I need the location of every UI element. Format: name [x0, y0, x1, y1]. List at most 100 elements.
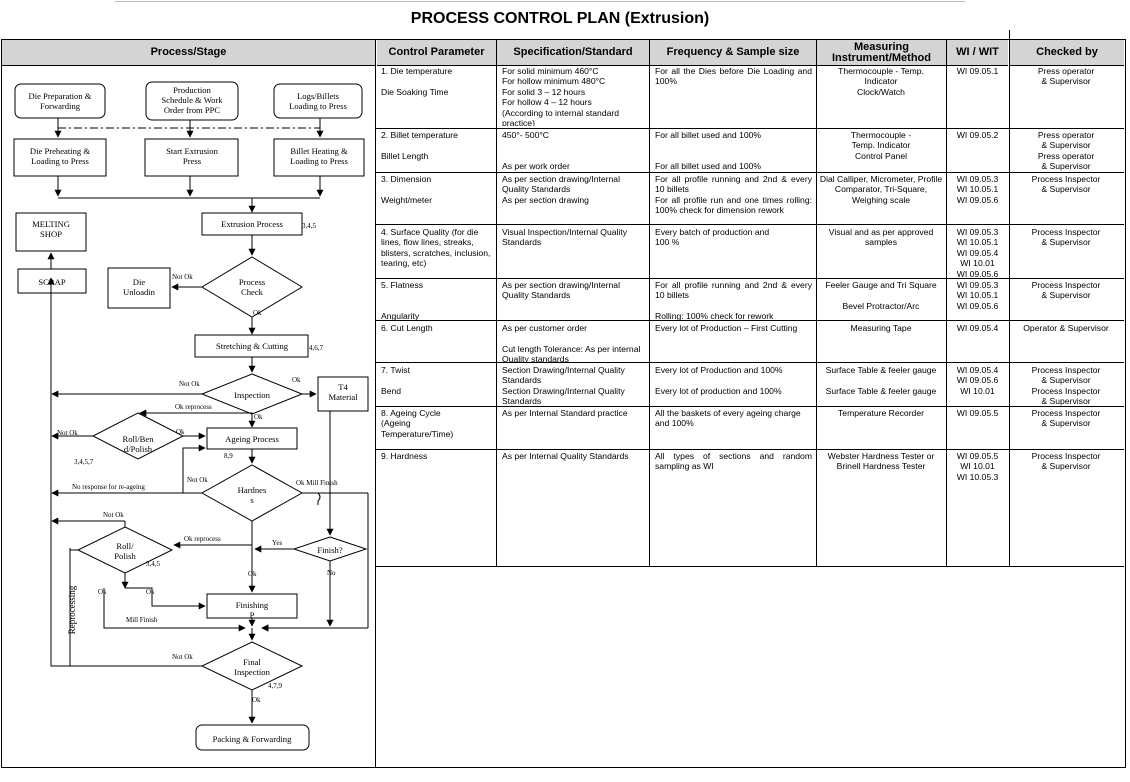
not-ok-loop	[182, 444, 206, 494]
page-title: PROCESS CONTROL PLAN (Extrusion)	[410, 10, 710, 27]
header-frequency: Frequency & Sample size	[650, 40, 816, 66]
label-stretching: Stretching & Cutting	[216, 341, 289, 351]
row6-instrument: Measuring Tape	[850, 323, 912, 333]
row6-spec: As per customer order Cut length Toleran…	[502, 323, 641, 362]
box-logs	[273, 83, 363, 119]
row5-parameter: 5. Flatness Angularity	[381, 280, 424, 320]
mill-finish-line	[103, 588, 246, 632]
row4-parameter: 4. Surface Quality (for die lines, flow …	[381, 227, 491, 269]
lbl-ok-hardness-down: Ok	[248, 570, 257, 578]
row2-spec: 450°- 500°C As per work order	[502, 130, 570, 172]
row-divider	[376, 406, 1124, 407]
lbl-ok-process: Ok	[253, 309, 262, 317]
label-die-prep: Die Preparation &Forwarding	[28, 91, 91, 111]
row9-spec: As per Internal Quality Standards	[502, 451, 629, 461]
row5-wi: WI 09.05.3 WI 10.05.1 WI 09.05.6	[956, 280, 999, 311]
header-checked: Checked by	[1010, 40, 1124, 66]
row3-checked: Process Inspector & Supervisor	[1031, 174, 1101, 195]
row-divider	[376, 362, 1124, 363]
header-instrument: Measuring Instrument/Method	[817, 40, 946, 66]
label-billet-heating: Billet Heating &Loading to Press	[290, 146, 348, 166]
ref-ageing: 8,9	[224, 452, 233, 460]
row9-checked: Process Inspector & Supervisor	[1031, 451, 1101, 472]
lbl-notok-polish: Not Ok	[103, 511, 124, 519]
row8-instrument: Temperature Recorder	[838, 408, 924, 418]
col-divider	[496, 40, 497, 567]
lbl-no: No	[327, 569, 336, 577]
row5-spec: As per section drawing/Internal Quality …	[502, 280, 620, 301]
row2-wi: WI 09.05.2	[956, 130, 999, 140]
header-tick	[1009, 30, 1010, 39]
col-divider	[649, 40, 650, 567]
box-start-extrusion	[144, 138, 239, 177]
row8-parameter: 8. Ageing Cycle (Ageing Temperature/Time…	[381, 408, 454, 439]
row4-wi: WI 09.05.3 WI 10.05.1 WI 09.05.4 WI 10.0…	[956, 227, 999, 278]
row6-wi: WI 09.05.4	[956, 323, 999, 333]
box-die-prep	[14, 83, 106, 119]
lbl-notok-final: Not Ok	[172, 653, 193, 661]
ref-extrusion: 3,4,5	[302, 222, 317, 230]
mill-finish-path	[302, 492, 321, 505]
row4-instrument: Visual and as per approved samples	[828, 227, 934, 248]
label-die-preheat: Die Preheating &Loading to Press	[30, 146, 90, 166]
top-rule	[115, 1, 965, 2]
box-billet-heating	[273, 138, 365, 177]
row2-instrument: Thermocouple - Temp. Indicator Control P…	[850, 130, 912, 161]
box-die-unload	[107, 267, 171, 309]
lbl-ok-roll: Ok	[176, 428, 185, 436]
ref-final: 4,7,9	[268, 682, 283, 690]
lbl-notok-roll: Not Ok	[57, 429, 78, 437]
row1-spec: For solid minimum 460°C For hollow minim…	[502, 66, 620, 126]
header-parameter: Control Parameter	[377, 40, 496, 66]
row7-spec: Section Drawing/Internal Quality Standar…	[502, 365, 625, 406]
lbl-reprocessing: Reprocessing	[67, 585, 77, 634]
row6-checked: Operator & Supervisor	[1023, 323, 1109, 333]
row1-checked: Press operator & Supervisor	[1037, 66, 1095, 87]
row6-frequency: Every lot of Production – First Cutting	[655, 323, 798, 333]
row7-instrument: Surface Table & feeler gauge Surface Tab…	[825, 365, 937, 396]
row3-spec: As per section drawing/Internal Quality …	[502, 174, 620, 205]
box-t4	[317, 376, 369, 412]
ref-roll-bend: 3,4,5,7	[74, 458, 94, 466]
lbl-ok-mill-finish: Ok Mill Finish	[296, 479, 338, 487]
row9-frequency: All types of sections and random samplin…	[655, 451, 812, 472]
row1-wi: WI 09.05.1	[956, 66, 999, 76]
row3-wi: WI 09.05.3 WI 10.05.1 WI 09.05.6	[956, 174, 999, 205]
row6-parameter: 6. Cut Length	[381, 323, 433, 333]
box-packing	[195, 724, 310, 751]
col-divider	[816, 40, 817, 567]
col-divider	[946, 40, 947, 567]
row8-wi: WI 09.05.5	[956, 408, 999, 418]
row4-spec: Visual Inspection/Internal Quality Stand…	[502, 227, 627, 248]
lbl-notok-inspection: Not Ok	[179, 380, 200, 388]
row-divider	[376, 128, 1124, 129]
lbl-notok-hardness: Not Ok	[187, 476, 208, 484]
row2-parameter: 2. Billet temperature Billet Length	[381, 130, 458, 161]
label-finish: Finish?	[317, 545, 342, 555]
label-inspection: Inspection	[234, 390, 271, 400]
lbl-ok-left: Ok	[98, 588, 107, 596]
lbl-ok-inspection: Ok	[292, 376, 301, 384]
lbl-ok-final: Ok	[252, 696, 261, 704]
lbl-ok-mid: Ok	[146, 588, 155, 596]
row-divider	[376, 566, 1124, 567]
ref-roll-polish: 3,4,5	[146, 560, 161, 568]
header-wi: WI / WIT	[947, 40, 1008, 66]
row-divider	[376, 224, 1124, 225]
row-divider	[376, 278, 1124, 279]
row3-parameter: 3. Dimension Weight/meter	[381, 174, 432, 205]
row7-wi: WI 09.05.4 WI 09.05.6 WI 10.01	[956, 365, 999, 396]
row3-instrument: Dial Calliper, Micrometer, Profile Compa…	[819, 174, 943, 205]
lbl-mill-finish: Mill Finish	[126, 616, 158, 624]
row2-checked: Press operator & Supervisor Press operat…	[1037, 130, 1095, 172]
label-ageing: Ageing Process	[225, 434, 279, 444]
header-process: Process/Stage	[2, 40, 375, 66]
box-melting	[15, 212, 87, 252]
